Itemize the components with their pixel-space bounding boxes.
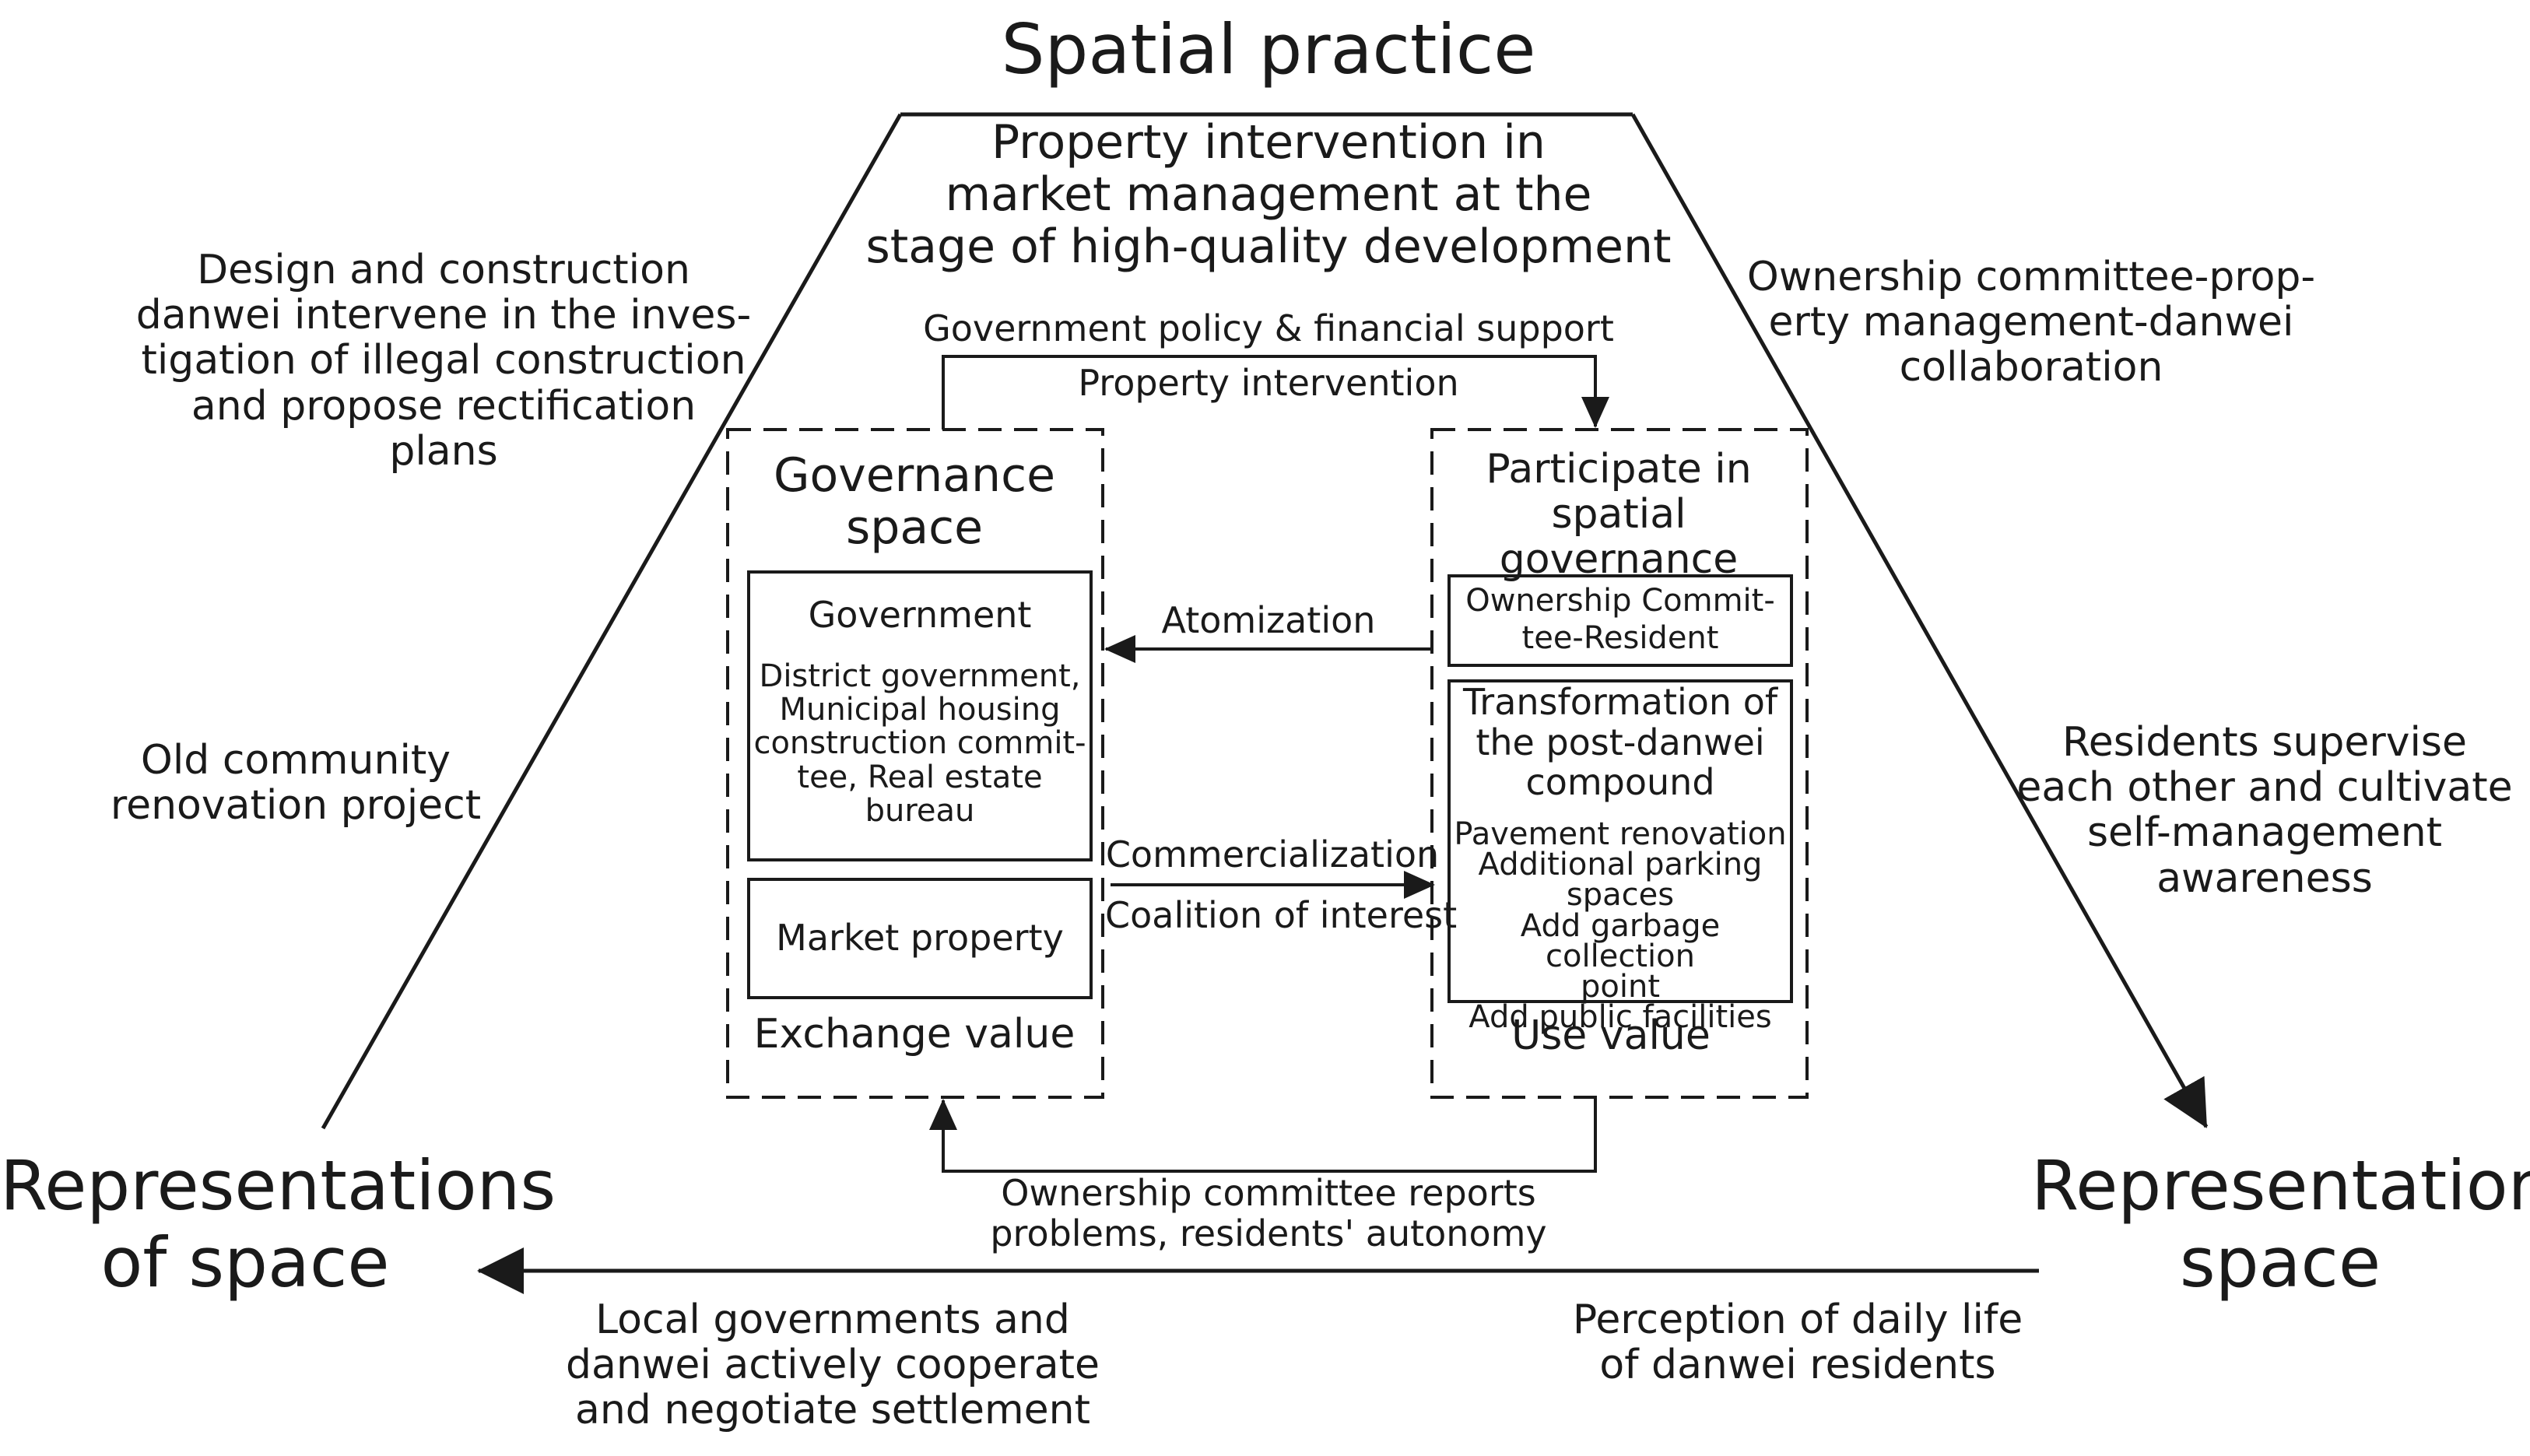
trapezoid-left-edge [321, 113, 903, 1130]
transformation-heading: Transformation of the post-danwei compou… [1462, 681, 1778, 804]
governance-dashed-box [726, 428, 1104, 1099]
right-lower-note: Residents supervise each other and culti… [2016, 719, 2513, 902]
left-lower-note: Old community renovation project [110, 737, 482, 830]
transformation-box [1447, 679, 1793, 1003]
government-box [747, 570, 1093, 861]
right-upper-note: Ownership committee-prop- erty managemen… [1746, 254, 2316, 391]
transformation-items: Pavement renovation Additional parking s… [1454, 816, 1787, 1036]
market-property-box [747, 878, 1093, 999]
bottom-left-note: Local governments and danwei actively co… [566, 1296, 1100, 1434]
committee-box [1447, 574, 1793, 667]
property-intervention-label: Property intervention [1078, 362, 1459, 404]
bottom-right-note: Perception of daily life of danwei resid… [1572, 1296, 2023, 1389]
participation-dashed-box [1430, 428, 1809, 1099]
government-heading: Government [808, 594, 1032, 636]
government-detail: District government, Municipal housing c… [753, 658, 1086, 829]
spatial-practice-title: Spatial practice [1001, 9, 1536, 89]
committee-label: Ownership Commit- tee-Resident [1465, 583, 1775, 656]
use-value-label: Use value [1511, 1012, 1711, 1059]
market-property-label: Market property [776, 917, 1064, 959]
government-policy-label: Government policy & financial support [923, 307, 1614, 349]
left-upper-note: Design and construction danwei intervene… [135, 247, 752, 475]
bottom-loop-label: Ownership committee reports problems, re… [990, 1172, 1547, 1254]
participation-title: Participate in spatial governance [1486, 446, 1752, 584]
top-loop-connector [942, 355, 1609, 430]
top-header-text: Property intervention in market manageme… [865, 115, 1672, 275]
representational-space-title: Representational space [2031, 1146, 2530, 1303]
coalition-label: Coalition of interest [1105, 894, 1458, 936]
commercialization-label: Commercialization [1105, 833, 1440, 875]
exchange-value-label: Exchange value [753, 1011, 1076, 1058]
bottom-loop-connector [929, 1097, 1597, 1173]
representations-of-space-title: Representations of space [0, 1146, 556, 1303]
governance-space-title: Governance space [774, 448, 1055, 556]
trapezoid-right-arrow [1630, 113, 2209, 1128]
atomization-label: Atomization [1161, 599, 1376, 641]
